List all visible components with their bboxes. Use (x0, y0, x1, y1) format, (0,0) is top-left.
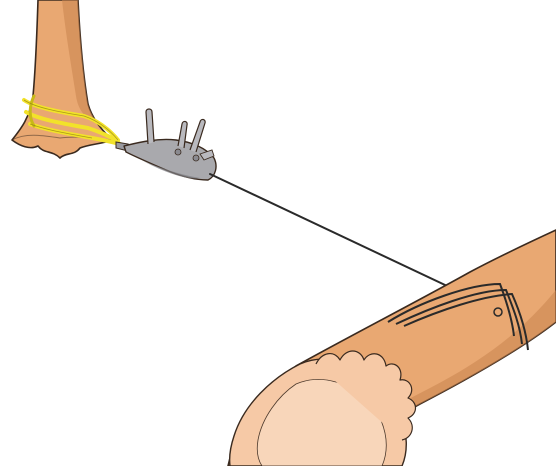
winch-bolt-2 (193, 155, 199, 161)
winch-bolt-1 (175, 149, 181, 155)
